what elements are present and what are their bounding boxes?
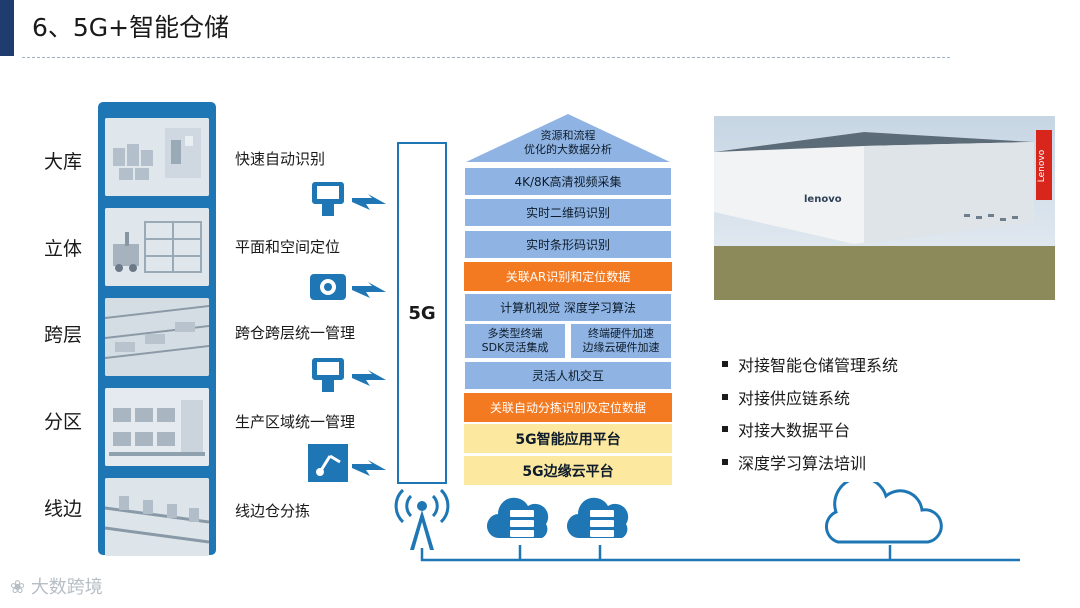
analytics-roof (466, 114, 670, 162)
stack-layer: 4K/8K高清视频采集 (464, 167, 672, 196)
warehouse-building-photo: Lenovo lenovo (714, 116, 1055, 300)
cloud-icon (825, 482, 943, 544)
watermark: ❀ 大数跨境 (10, 577, 103, 598)
stack-layer-highlight: 关联AR识别和定位数据 (464, 262, 672, 291)
camera-terminal-icon (310, 274, 346, 300)
feature-label: 平面和空间定位 (235, 238, 341, 256)
list-item: 对接智能仓储管理系统 (722, 348, 898, 381)
list-item: 对接大数据平台 (722, 413, 898, 446)
wireless-signal-icon (352, 282, 386, 298)
scanner-terminal-icon (312, 182, 344, 216)
stack-layer: 灵活人机交互 (464, 361, 672, 390)
warehouse-image (105, 118, 209, 196)
stack-layer: 计算机视觉 深度学习算法 (464, 293, 672, 322)
feature-label: 生产区域统一管理 (235, 413, 356, 431)
wireless-signal-icon (352, 194, 386, 210)
stack-layer-platform: 5G智能应用平台 (464, 424, 672, 453)
stack-layer-right: 终端硬件加速边缘云硬件加速 (570, 323, 672, 359)
warehouse-image (105, 478, 209, 556)
roof-label: 资源和流程优化的大数据分析 (524, 129, 612, 156)
title-accent-bar (0, 0, 14, 56)
building-sign: Lenovo (1037, 149, 1047, 182)
category-label: 立体 (44, 238, 83, 260)
5g-network-bar (397, 142, 447, 484)
warehouse-image (105, 208, 209, 286)
warehouse-image (105, 298, 209, 376)
stack-layer-platform: 5G边缘云平台 (464, 456, 672, 485)
integration-list: 对接智能仓储管理系统 对接供应链系统 对接大数据平台 深度学习算法培训 (722, 348, 898, 478)
feature-label: 线边仓分拣 (235, 502, 311, 520)
warehouse-type-panel (98, 102, 216, 556)
page-title: 6、5G+智能仓储 (32, 13, 230, 42)
stack-layer: 实时二维码识别 (464, 198, 672, 227)
warehouse-image (105, 388, 209, 466)
robot-arm-icon (308, 444, 348, 482)
building-sign: lenovo (804, 194, 842, 205)
category-label: 线边 (44, 498, 83, 520)
wireless-signal-icon (352, 460, 386, 476)
antenna-tower-icon (394, 488, 450, 550)
title-divider (22, 57, 950, 58)
feature-label: 快速自动识别 (235, 150, 326, 168)
list-item: 对接供应链系统 (722, 381, 898, 414)
server-cloud-icon (566, 497, 629, 539)
category-label: 分区 (44, 411, 83, 433)
feature-label: 跨仓跨层统一管理 (235, 324, 356, 342)
stack-layer: 实时条形码识别 (464, 230, 672, 259)
category-label: 跨层 (44, 324, 83, 346)
scanner-terminal-icon (312, 358, 344, 392)
wireless-signal-icon (352, 370, 386, 386)
stack-layer-highlight: 关联自动分拣识别及定位数据 (464, 393, 672, 422)
watermark-logo-icon: ❀ (10, 577, 31, 598)
list-item: 深度学习算法培训 (722, 446, 898, 479)
category-label: 大库 (44, 151, 83, 173)
server-cloud-icon (486, 497, 549, 539)
5g-label: 5G (408, 303, 436, 324)
